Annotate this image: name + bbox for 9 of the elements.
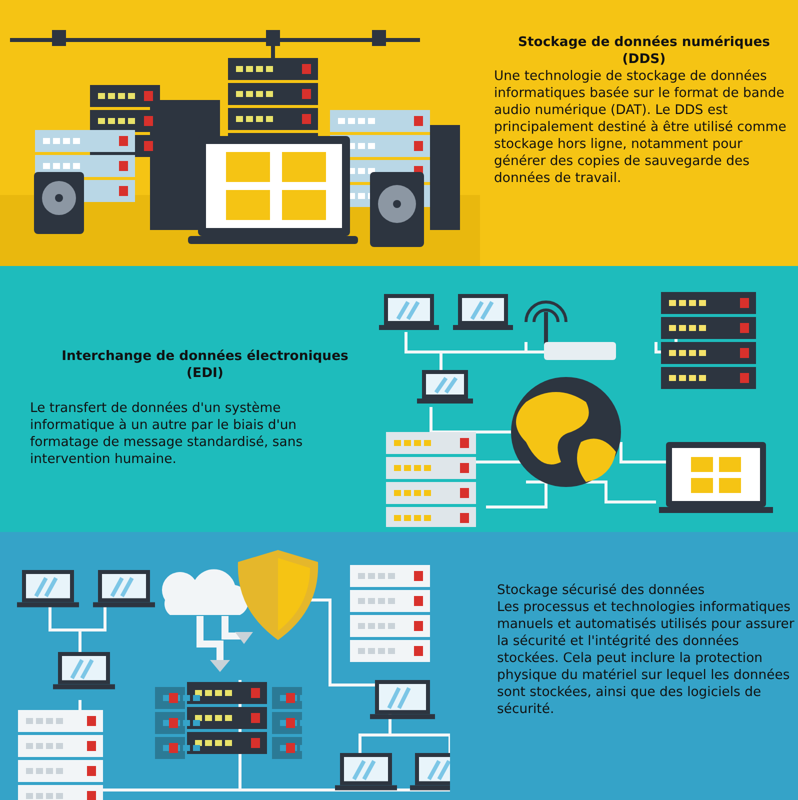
section-band <box>0 266 798 532</box>
section-description: Les processus et technologies informatiques manuels et automatisés utilisés pour assurer la sécurité et l'intégrité des données stockées. Cela peut inclure la protection physique du matériel sur lequel les données sont stockées, ainsi que des logiciels de sécurité. <box>497 599 796 718</box>
section-heading: Interchange de données électroniques (EDI) <box>60 348 350 382</box>
section-description: Le transfert de données d'un système informatique à un autre par le biais d'un formatage de message standardisé, sans intervention humaine. <box>30 400 304 468</box>
section-description: Une technologie de stockage de données informatiques basée sur le format de bande audio numérique (DAT). Le DDS est principalement destiné à être utilisé comme stockage hors ligne, notamment pour générer des copies de sauvegarde des données de travail. <box>494 68 788 187</box>
section-band <box>0 532 798 800</box>
section-heading: Stockage de données numériques (DDS) <box>516 34 771 68</box>
section-band <box>0 0 798 266</box>
section-heading: Stockage sécurisé des données <box>497 582 706 599</box>
